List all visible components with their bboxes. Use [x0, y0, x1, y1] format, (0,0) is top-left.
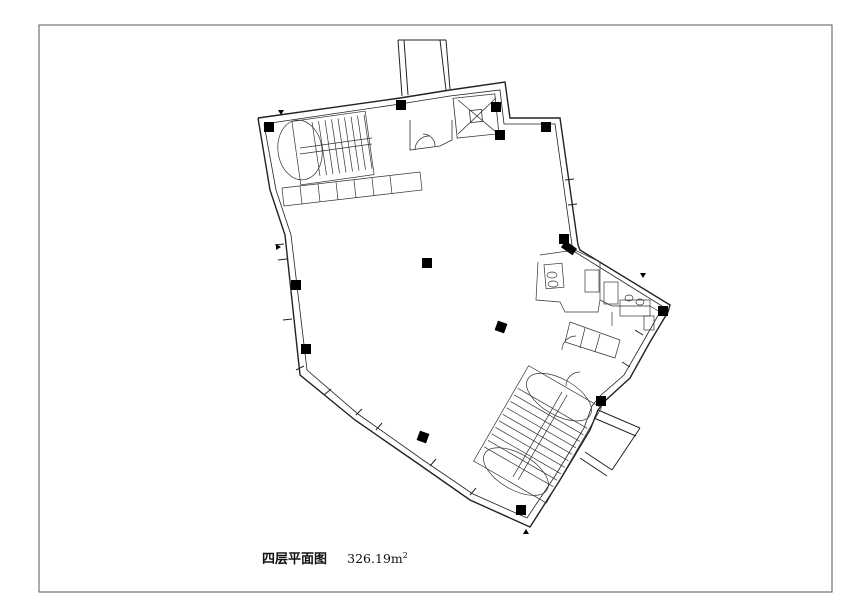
plan-area: 326.19m2	[347, 551, 408, 566]
top-corridor	[397, 39, 451, 97]
entrance-markers	[276, 110, 646, 534]
elevator-core	[409, 93, 500, 151]
plan-caption: 四层平面图 326.19m2	[262, 548, 408, 567]
exterior-walls	[257, 81, 671, 528]
facade-window-marks	[274, 178, 644, 496]
upper-room-row	[281, 171, 423, 207]
structural-columns	[264, 100, 668, 515]
right-corridor	[579, 409, 641, 477]
area-unit-exponent: 2	[402, 550, 408, 560]
area-unit: m	[390, 551, 403, 566]
area-value: 326.19	[347, 551, 391, 566]
toilet-block	[535, 249, 661, 387]
plan-title: 四层平面图	[262, 552, 328, 567]
drawing-frame	[38, 24, 833, 593]
lower-stair	[473, 365, 602, 504]
upper-stair	[277, 110, 375, 186]
